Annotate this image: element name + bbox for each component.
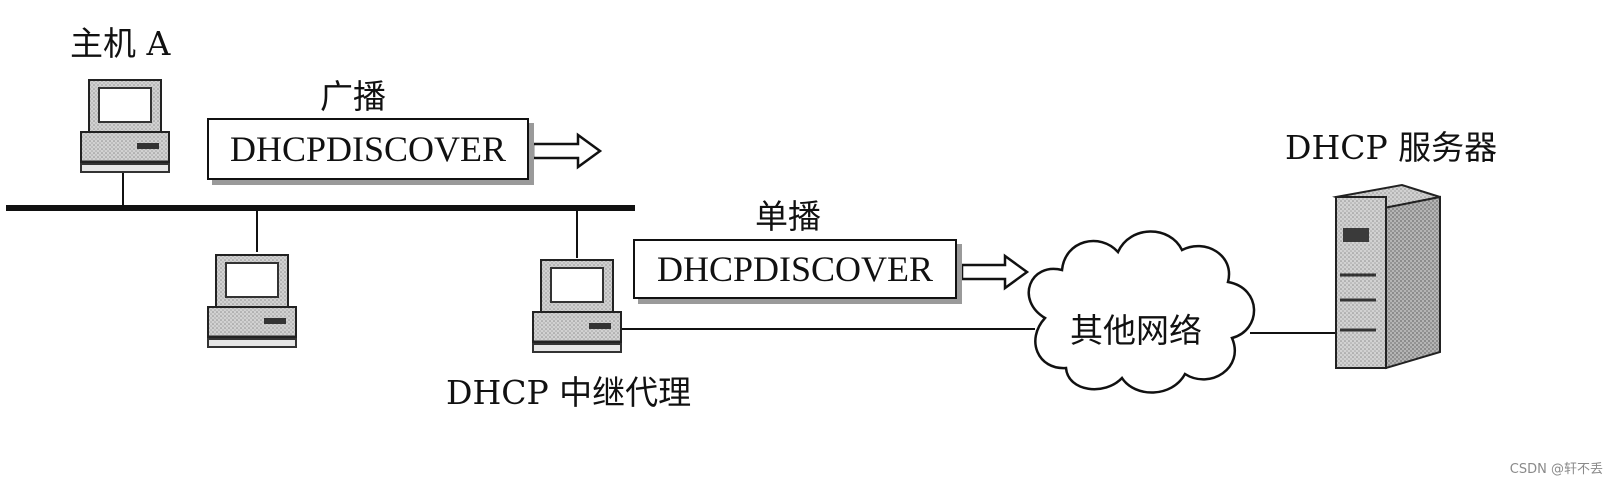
- host-a-label: 主机 A: [70, 24, 171, 63]
- broadcast-message-text: DHCPDISCOVER: [229, 129, 507, 169]
- unicast-message-box: DHCPDISCOVER: [633, 239, 957, 299]
- unicast-label: 单播: [755, 197, 821, 236]
- hollow-arrow-icon: [960, 253, 1030, 291]
- other-network-label: 其他网络: [1070, 311, 1202, 350]
- cloud-icon: [1027, 230, 1256, 394]
- unicast-message-text: DHCPDISCOVER: [656, 249, 934, 289]
- hollow-arrow-icon: [531, 132, 603, 170]
- relay-agent-label: DHCP 中继代理: [446, 373, 692, 412]
- server-icon: [1332, 183, 1441, 370]
- computer-icon: [79, 78, 171, 174]
- computer-icon: [206, 253, 298, 349]
- broadcast-message-box: DHCPDISCOVER: [207, 118, 529, 180]
- dhcp-server-label: DHCP 服务器: [1285, 128, 1498, 167]
- broadcast-label: 广播: [320, 77, 386, 116]
- computer-icon: [531, 258, 623, 354]
- watermark: CSDN @轩不丢: [1509, 462, 1603, 477]
